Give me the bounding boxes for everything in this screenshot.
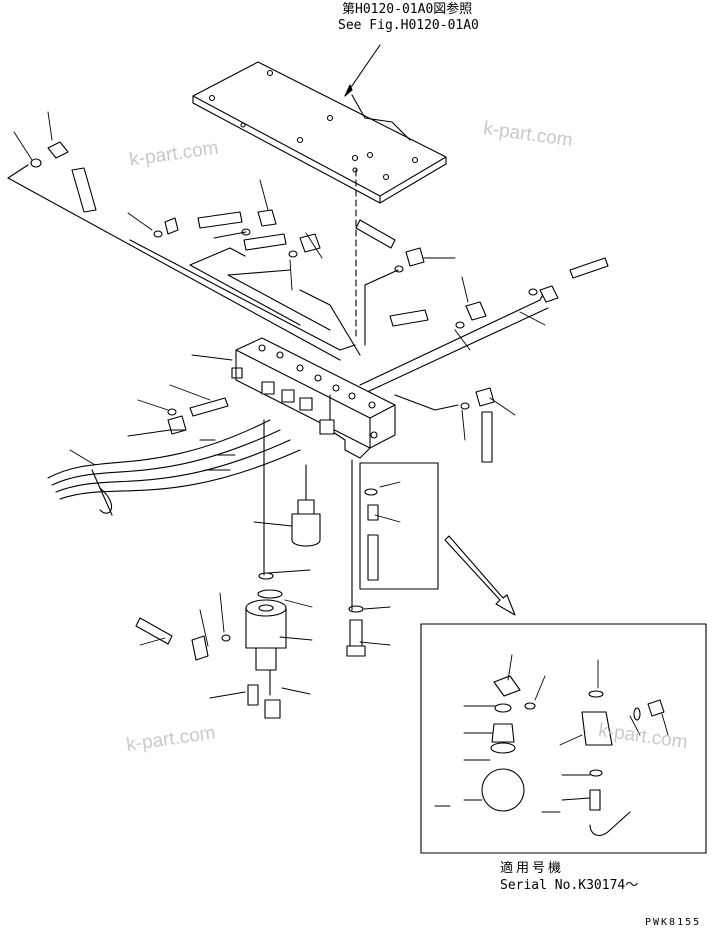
inset-box: [360, 463, 438, 589]
serial-note-en: Serial No.K30174～: [500, 878, 639, 893]
pressure-sensor: [292, 465, 320, 546]
reference-note-jp: 第H0120-01A0図参照: [342, 2, 473, 17]
detail-parts: [482, 676, 664, 835]
long-pipes: [8, 165, 548, 410]
accumulator-filter: [246, 600, 286, 695]
detail-arrow: [445, 536, 515, 615]
bolt: [248, 685, 280, 718]
bolt: [347, 620, 365, 656]
reference-note-en: See Fig.H0120-01A0: [338, 18, 479, 33]
fittings: [31, 142, 608, 660]
hose-bundle: [48, 420, 300, 515]
serial-note-jp: 適用号機: [500, 861, 565, 876]
o-ring: [258, 590, 282, 598]
o-ring: [259, 573, 273, 579]
detail-box: [421, 624, 706, 853]
leader-lines: [14, 112, 668, 812]
drawing-code: PWK8155: [645, 917, 702, 928]
valve-block: [232, 338, 395, 458]
washer: [349, 606, 363, 612]
mounting-plate: [193, 62, 446, 203]
